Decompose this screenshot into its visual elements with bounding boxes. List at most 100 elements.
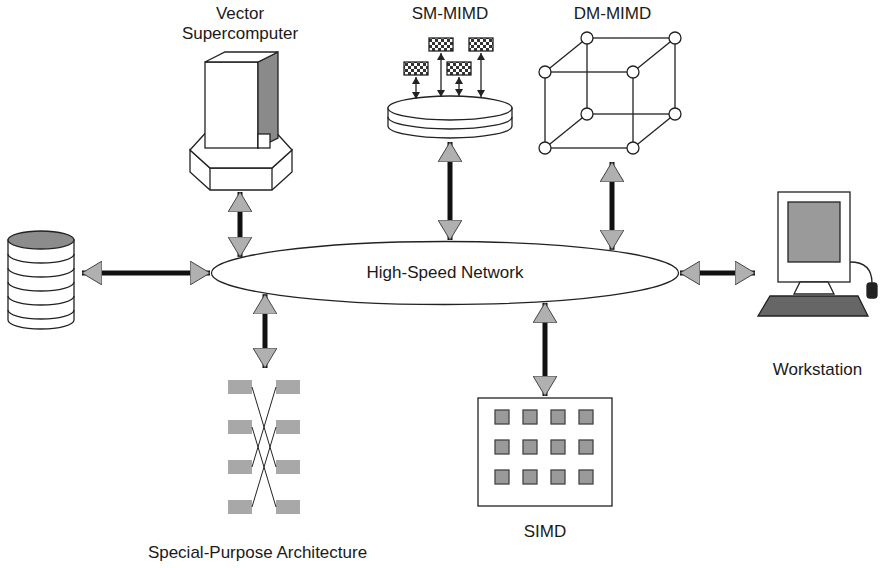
supercomputer-icon bbox=[205, 52, 278, 62]
network-ellipse: High-Speed Network bbox=[210, 240, 680, 306]
supercomputer-icon bbox=[258, 134, 270, 148]
workstation-icon bbox=[788, 202, 840, 262]
system-node: Vector Supercomputer bbox=[169, 4, 311, 192]
storage-icon bbox=[8, 296, 74, 305]
hypercube-icon bbox=[581, 32, 593, 44]
switch-icon bbox=[228, 380, 300, 514]
storage-arrow bbox=[82, 273, 210, 274]
node-label: High-Speed Network bbox=[367, 263, 524, 283]
hypercube-icon bbox=[633, 38, 675, 72]
simd-icon bbox=[579, 470, 593, 484]
hypercube-icon bbox=[539, 32, 681, 154]
node-label: Vector Supercomputer bbox=[169, 4, 311, 44]
double-arrow bbox=[238, 192, 243, 257]
hypercube-icon bbox=[545, 72, 633, 148]
hypercube-icon bbox=[633, 114, 675, 148]
shared-memory-icon bbox=[415, 77, 416, 99]
system-node: Workstation bbox=[755, 185, 880, 380]
node-label: SIMD bbox=[524, 522, 567, 542]
simd-icon bbox=[495, 410, 509, 424]
simd-icon bbox=[495, 470, 509, 484]
storage-icon bbox=[8, 231, 74, 249]
switch-icon bbox=[252, 387, 276, 467]
simd-icon bbox=[579, 440, 593, 454]
workstation-icon bbox=[850, 262, 872, 283]
simd-icon bbox=[495, 440, 509, 454]
shared-memory-icon bbox=[480, 53, 481, 97]
switch-icon bbox=[228, 380, 252, 394]
switch-icon bbox=[276, 500, 300, 514]
workstation-icon bbox=[794, 282, 834, 294]
switch-icon bbox=[252, 387, 276, 467]
switch-icon bbox=[228, 500, 252, 514]
switch-icon bbox=[252, 387, 276, 507]
system-node: SM-MIMD bbox=[380, 4, 520, 142]
shared-memory-icon bbox=[469, 38, 493, 51]
simd-icon bbox=[523, 440, 537, 454]
hypercube-icon bbox=[545, 114, 587, 148]
supercomputer-icon bbox=[190, 52, 292, 190]
switch-icon bbox=[228, 420, 252, 434]
supercomputer-icon bbox=[205, 62, 258, 148]
switch-icon bbox=[252, 427, 276, 507]
shared-memory-icon bbox=[458, 77, 459, 96]
workstation-icon bbox=[867, 283, 877, 298]
simd-icon bbox=[523, 470, 537, 484]
shared-memory-icon bbox=[440, 53, 441, 97]
switch-icon bbox=[276, 380, 300, 394]
supercomputer-icon bbox=[209, 168, 210, 190]
hypercube-icon bbox=[587, 38, 675, 114]
shared-memory-icon bbox=[404, 62, 428, 75]
switch-icon bbox=[276, 460, 300, 474]
supercomputer-icon bbox=[271, 168, 272, 190]
storage-icon bbox=[8, 310, 74, 319]
shared-memory-icon bbox=[447, 62, 471, 75]
storage-icon bbox=[8, 254, 74, 263]
simd-icon bbox=[478, 398, 612, 506]
switch-icon bbox=[228, 380, 300, 514]
simd-icon bbox=[478, 398, 612, 506]
system-node: Special-Purpose Architecture bbox=[120, 368, 395, 563]
shared-memory-icon bbox=[429, 38, 453, 51]
simd-icon bbox=[551, 470, 565, 484]
hypercube-icon bbox=[545, 38, 587, 72]
simd-icon bbox=[579, 410, 593, 424]
simd-icon bbox=[551, 410, 565, 424]
node-label: Special-Purpose Architecture bbox=[148, 543, 367, 563]
node-label: DM-MIMD bbox=[574, 4, 651, 24]
switch-icon bbox=[252, 427, 276, 507]
switch-icon bbox=[276, 420, 300, 434]
supercomputer-icon bbox=[258, 52, 278, 148]
simd-icon bbox=[495, 410, 593, 484]
hypercube-icon bbox=[539, 142, 551, 154]
storage-icon bbox=[8, 268, 74, 277]
system-node: DM-MIMD bbox=[540, 4, 685, 162]
hypercube-icon bbox=[627, 142, 639, 154]
hypercube-icon bbox=[539, 66, 551, 78]
hypercube-icon bbox=[669, 108, 681, 120]
double-arrow bbox=[543, 303, 548, 396]
simd-icon bbox=[551, 440, 565, 454]
storage-arrow bbox=[82, 271, 210, 276]
node-label: Workstation bbox=[773, 360, 862, 380]
shared-memory-icon bbox=[388, 38, 512, 138]
ellipse-outline bbox=[212, 242, 679, 305]
storage-icon bbox=[8, 240, 74, 329]
storage-icon bbox=[8, 282, 74, 291]
double-arrow bbox=[448, 142, 453, 240]
shared-memory-icon bbox=[388, 96, 512, 120]
hypercube-icon bbox=[669, 32, 681, 44]
node-label: SM-MIMD bbox=[412, 4, 488, 24]
storage-icon bbox=[8, 231, 74, 329]
system-node: SIMD bbox=[470, 396, 620, 542]
double-arrow bbox=[680, 271, 755, 276]
double-arrow bbox=[263, 294, 268, 368]
hypercube-icon bbox=[581, 108, 593, 120]
workstation-icon bbox=[758, 192, 877, 316]
hypercube-icon bbox=[627, 66, 639, 78]
workstation-icon bbox=[758, 296, 868, 316]
simd-icon bbox=[523, 410, 537, 424]
hypercube-icon bbox=[539, 32, 681, 154]
double-arrow bbox=[610, 162, 615, 250]
